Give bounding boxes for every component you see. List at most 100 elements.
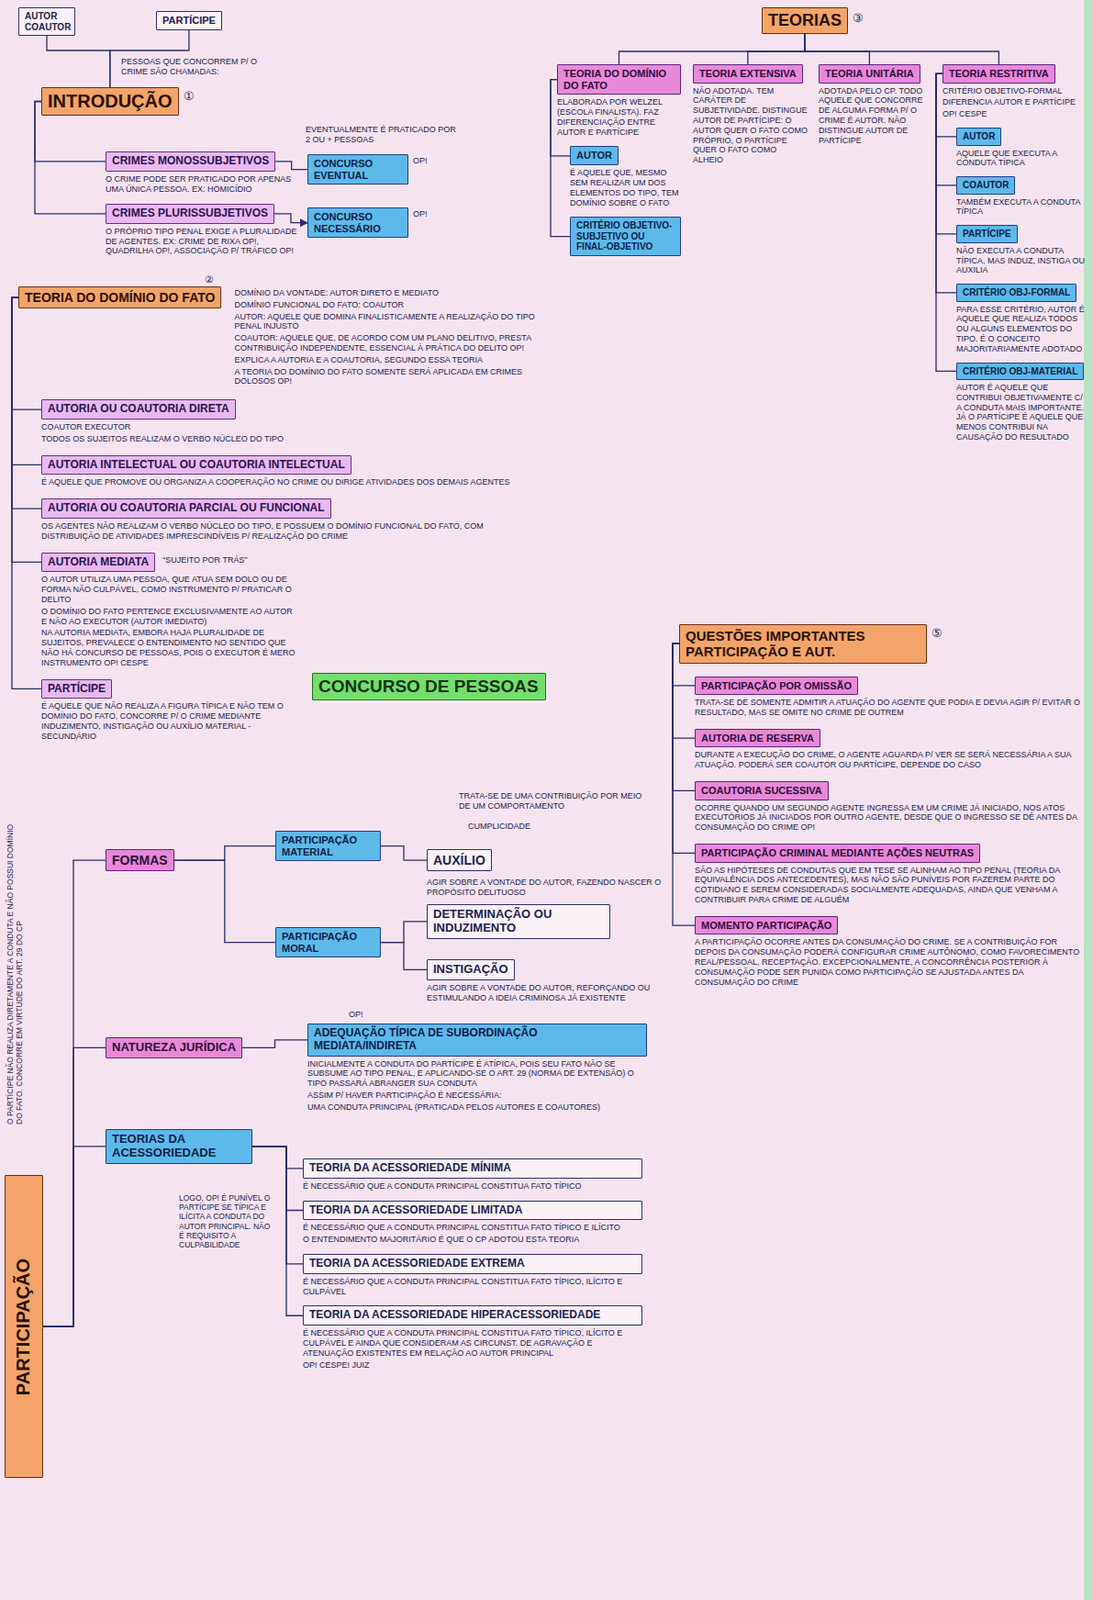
subtopic-box: AUTORAQUELE QUE EXECUTA A CONDUTA TÍPICA: [956, 126, 1085, 168]
connector: [672, 643, 695, 926]
note-block: É AQUELE QUE NÃO REALIZA A FIGURA TÍPICA…: [41, 701, 303, 741]
note-block: NÃO ADOTADA. TEM CARÁTER DE SUBJETIVIDAD…: [692, 86, 808, 166]
note-text: OP! CESPE! JUIZ: [302, 1360, 643, 1371]
label-frame: O PARTÍCIPE NÃO REALIZA DIRETAMENTE A CO…: [5, 812, 43, 1125]
concept-box: INSTIGAÇÃOAGIR SOBRE A VONTADE DO AUTOR,…: [426, 959, 703, 1004]
topic-box: AUTORIA INTELECTUAL OU COAUTORIA INTELEC…: [41, 455, 528, 489]
connector: [43, 1047, 106, 1327]
connector: [274, 213, 308, 224]
note-block: COAUTOR EXECUTORTODOS OS SUJEITOS REALIZ…: [41, 422, 528, 445]
box-outline: PARTÍCIPE: [41, 679, 112, 700]
note-text: TAMBÉM EXECUTA A CONDUTA TÍPICA: [956, 197, 1085, 218]
note-block: NÃO EXECUTA A CONDUTA TÍPICA, MAS INDUZ,…: [956, 245, 1085, 276]
box-label: AUXÍLIO: [433, 852, 486, 868]
note-text: AUTOR: AQUELE QUE DOMINA FINALISTICAMENT…: [234, 312, 537, 333]
box-label: PARTICIPAÇÃO POR OMISSÃO: [701, 680, 852, 692]
note-text: PARA ESSE CRITÉRIO, AUTOR É AQUELE QUE R…: [956, 304, 1085, 355]
subtopic-box: COAUTOR TAMBÉM EXECUTA A CONDUTA TÍPICA: [956, 175, 1085, 217]
connector: [174, 859, 276, 943]
label-frame: LOGO, OP! É PUNÍVEL O PARTÍCIPE SE TÍPIC…: [178, 1193, 276, 1250]
box-outline: PARTICIPAÇÃO MATERIAL: [275, 830, 381, 861]
box-outline: TEORIAS: [761, 7, 848, 34]
connector: [34, 101, 106, 214]
note-block: É NECESSÁRIO QUE A CONDUTA PRINCIPAL CON…: [302, 1276, 643, 1297]
box-label: MOMENTO PARTICIPAÇÃO: [701, 919, 832, 931]
box-label: CONCURSO DE PESSOAS: [318, 676, 539, 696]
note-text: AUTOR É AQUELE QUE CONTRIBUI OBJETIVAMEN…: [956, 382, 1085, 443]
box-label: COAUTOR: [962, 179, 1009, 190]
section-heading: INTRODUÇÃO: [41, 87, 207, 116]
box-label: TEORIA UNITÁRIA: [825, 67, 915, 79]
label-frame: TRATA-SE DE UMA CONTRIBUIÇÃO POR MEIO DE…: [458, 791, 652, 812]
box-outline: CRITÉRIO OBJ-MATERIAL: [956, 362, 1084, 381]
note-text: AQUELE QUE EXECUTA A CONDUTA TÍPICA: [956, 148, 1085, 169]
note-block: DURANTE A EXECUÇÃO DO CRIME, O AGENTE AG…: [694, 749, 1085, 770]
box-outline: INSTIGAÇÃO: [426, 959, 515, 981]
central-title: CONCURSO DE PESSOAS: [312, 672, 547, 701]
box-label: TEORIAS: [768, 11, 842, 30]
box-outline: CONCURSO DE PESSOAS: [312, 672, 547, 701]
note-block: ADOTADA PELO CP. TODO AQUELE QUE CONCORR…: [818, 86, 927, 146]
concept-box: TEORIA DA ACESSORIEDADE EXTREMAÉ NECESSÁ…: [302, 1253, 643, 1296]
box-label: AUTORIA INTELECTUAL OU COAUTORIA INTELEC…: [47, 457, 346, 471]
connector: [804, 33, 870, 65]
box-outline: AUTORIA OU COAUTORIA PARCIAL OU FUNCIONA…: [41, 498, 332, 519]
box-outline: ADEQUAÇÃO TÍPICA DE SUBORDINAÇÃO MEDIATA…: [307, 1023, 647, 1057]
subtopic-box: CRITÉRIO OBJ-MATERIAL AUTOR É AQUELE QUE …: [956, 361, 1085, 443]
box-label: CRITÉRIO OBJ-MATERIAL: [962, 366, 1078, 377]
box-label: TEORIA RESTRITIVA: [948, 67, 1049, 79]
topic-box: AUTORIA DE RESERVADURANTE A EXECUÇÃO DO …: [694, 728, 1085, 770]
note-block: SÃO AS HIPÓTESES DE CONDUTAS QUE EM TESE…: [694, 865, 1085, 905]
box-label: CRITÉRIO OBJ-FORMAL: [962, 287, 1071, 298]
note-text: É AQUELE QUE NÃO REALIZA A FIGURA TÍPICA…: [41, 701, 303, 741]
concept-box: TEORIA DA ACESSORIEDADE HIPERACESSORIEDA…: [302, 1304, 643, 1370]
box-label: TEORIA DO DOMÍNIO DO FATO: [24, 289, 215, 305]
topic-box: CRIMES PLURISSUBJETIVOSO PRÓPRIO TIPO PE…: [105, 203, 299, 257]
note-text: AGIR SOBRE A VONTADE DO AUTOR, FAZENDO N…: [426, 877, 675, 898]
concept-box: AUXÍLIO: [426, 848, 611, 871]
connector: [11, 297, 42, 465]
note-text: NA AUTORIA MEDIATA, EMBORA HAJA PLURALID…: [41, 627, 299, 668]
box-label: ADEQUAÇÃO TÍPICA DE SUBORDINAÇÃO MEDIATA…: [313, 1026, 538, 1052]
topic-box: TEORIA EXTENSIVANÃO ADOTADA. TEM CARÁTER…: [692, 64, 808, 166]
note-text: ADOTADA PELO CP. TODO AQUELE QUE CONCORR…: [818, 86, 927, 146]
connector: [747, 33, 805, 65]
concept-box: DETERMINAÇÃO OU INDUZIMENTO: [426, 903, 611, 939]
note-text: DOMÍNIO DA VONTADE: AUTOR DIRETO E MEDIA…: [234, 288, 537, 299]
box-outline: PARTICIPAÇÃO POR OMISSÃO: [694, 676, 859, 696]
topic-box: AUTORIA OU COAUTORIA DIRETACOAUTOR EXECU…: [41, 399, 528, 444]
topic-box: FORMAS: [105, 848, 216, 871]
term-box: AUTOR COAUTOR: [18, 7, 76, 36]
topic-box: PARTICIPAÇÃO POR OMISSÃOTRATA-SE DE SOME…: [694, 676, 1085, 718]
label-frame: OP!: [412, 156, 428, 167]
note-text: EVENTUALMENTE É PRATICADO POR 2 OU + PES…: [305, 124, 462, 145]
box-label: AUTOR: [576, 149, 613, 161]
note-text: SÃO AS HIPÓTESES DE CONDUTAS QUE EM TESE…: [694, 865, 1085, 905]
note-block: A PARTICIPAÇÃO OCORRE ANTES DA CONSUMAÇÃ…: [694, 936, 1085, 987]
box-outline: PARTICIPAÇÃO CRIMINAL MEDIANTE AÇÕES NEU…: [694, 843, 981, 863]
label-frame: OP!: [348, 1009, 386, 1020]
connector: [380, 921, 427, 943]
note-text: CUMPLICIDADE: [468, 821, 606, 832]
box-label: QUESTÕES IMPORTANTES PARTICIPAÇÃO E AUT.: [685, 627, 866, 659]
note-block: O AUTOR UTILIZA UMA PESSOA, QUE ATUA SEM…: [41, 574, 299, 668]
box-outline: AUTOR COAUTOR: [18, 7, 76, 36]
connector: [804, 33, 999, 65]
box-label: TEORIA DO DOMÍNIO DO FATO: [563, 67, 667, 91]
connector: [11, 297, 42, 689]
label-frame: PESSOAS QUE CONCORREM P/ O CRIME SÃO CHA…: [121, 56, 282, 78]
topic-box: CRIMES MONOSSUBJETIVOSO CRIME PODE SER P…: [105, 151, 299, 194]
subtopic-box: CONCURSO NECESSÁRIO: [307, 207, 409, 238]
box-label: NATUREZA JURÍDICA: [111, 1039, 236, 1054]
note-text: TODOS OS SUJEITOS REALIZAM O VERBO NÚCLE…: [41, 434, 528, 445]
box-label: AUTORIA OU COAUTORIA PARCIAL OU FUNCIONA…: [47, 501, 325, 514]
note-block: O PRÓPRIO TIPO PENAL EXIGE A PLURALIDADE…: [105, 226, 299, 257]
note-block: OS AGENTES NÃO REALIZAM O VERBO NÚCLEO D…: [41, 521, 528, 542]
connector: [174, 846, 276, 860]
box-outline: DETERMINAÇÃO OU INDUZIMENTO: [426, 903, 611, 939]
box-outline: AUTORIA DE RESERVA: [694, 728, 821, 748]
note-text: ASSIM P/ HAVER PARTICIPAÇÃO É NECESSÁRIA…: [307, 1090, 647, 1101]
exam-tag: OP!: [412, 209, 428, 220]
term-box: PARTÍCIPE: [156, 11, 257, 31]
concept-box: TEORIA DA ACESSORIEDADE MÍNIMAÉ NECESSÁR…: [302, 1158, 643, 1192]
